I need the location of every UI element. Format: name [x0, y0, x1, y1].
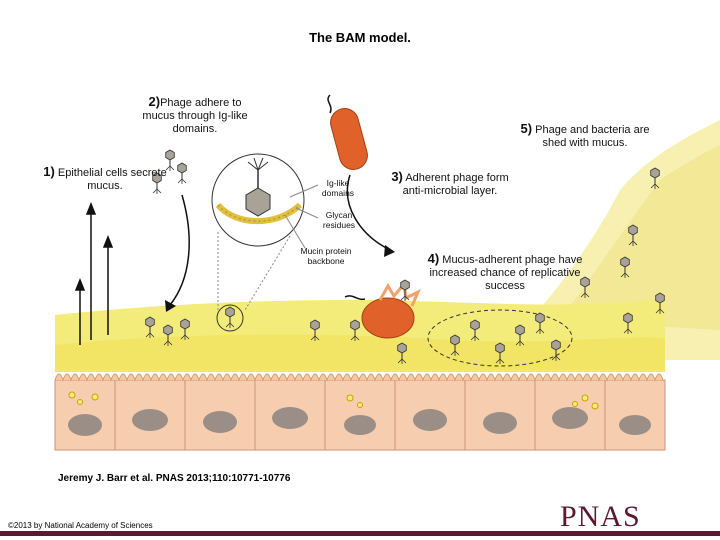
layer-arrow [346, 174, 391, 251]
step-5-label: 5) Phage and bacteria are shed with mucu… [520, 121, 650, 149]
adhere-arrow [169, 194, 190, 306]
pnas-logo: PNAS [560, 500, 641, 533]
step-1-label: 1) Epithelial cells secrete mucus. [43, 164, 167, 192]
step-2-label: 2)Phage adhere to mucus through Ig-like … [142, 94, 248, 135]
ig-like-domains-label: Ig-like domains [321, 178, 355, 198]
epithelial-cell-layer [54, 373, 666, 451]
bacterium-top [327, 94, 368, 170]
inset-zoom [211, 153, 319, 332]
copyright: ©2013 by National Academy of Sciences [8, 521, 153, 530]
mucin-backbone-label: Mucin protein backbone [300, 246, 352, 266]
replication-zone [427, 309, 573, 367]
secretion-arrows [74, 201, 114, 345]
citation: Jeremy J. Barr et al. PNAS 2013;110:1077… [58, 473, 291, 484]
step-4-label: 4) Mucus-adherent phage have increased c… [427, 251, 583, 292]
footer-rule [0, 531, 720, 536]
glycan-residues-label: Glycan residues [322, 210, 356, 230]
step-3-label: 3) Adherent phage form anti-microbial la… [391, 169, 509, 197]
figure-title: The BAM model. [309, 30, 411, 45]
